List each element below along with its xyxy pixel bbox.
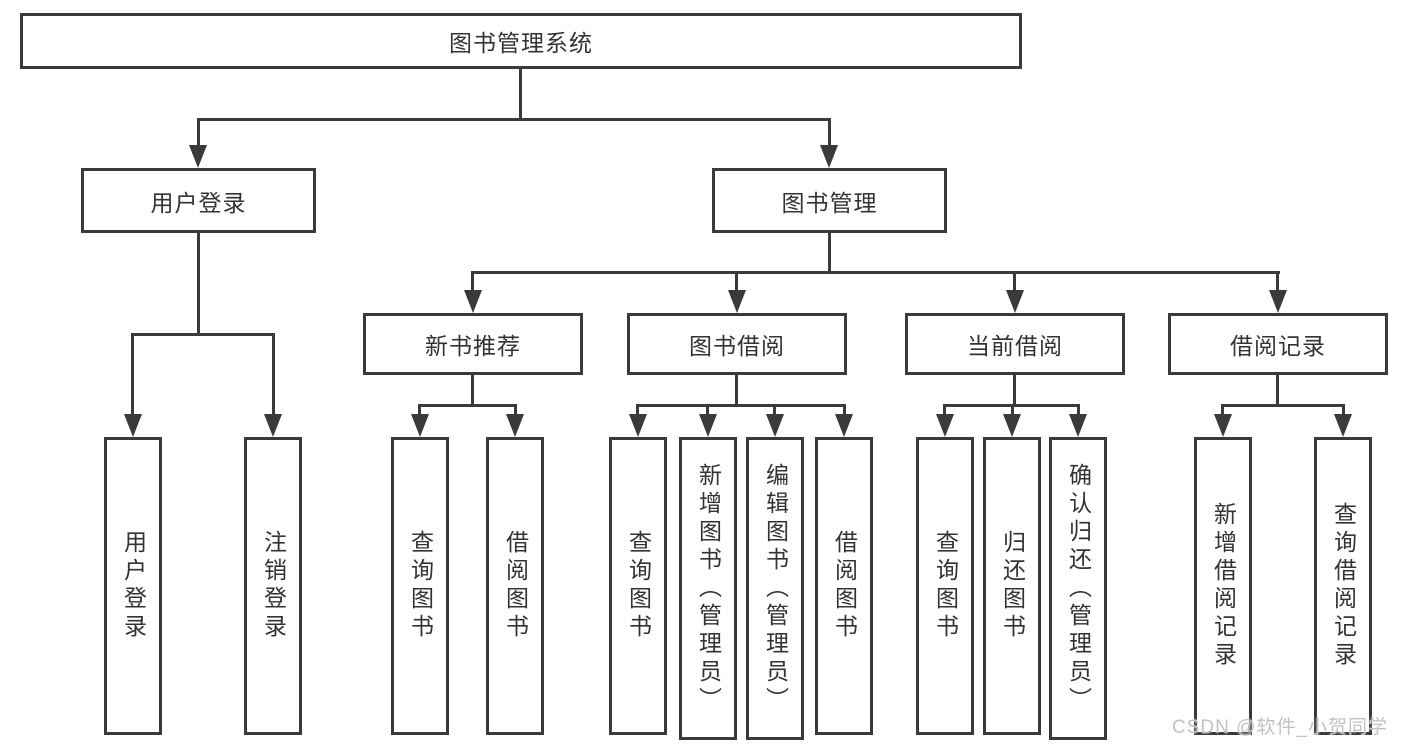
connector-recommend-split: [418, 404, 517, 407]
connector-drop-recommend: [471, 271, 474, 293]
arrowhead-confirm-return-icon: [1069, 414, 1087, 437]
node-book-management: 图书管理: [712, 168, 947, 233]
leaf-query-books-current: 查询图书: [916, 437, 974, 735]
connector-borrowing-stub: [735, 375, 738, 407]
leaf-query-borrow-record-label: 查询借阅记录: [1330, 502, 1357, 670]
node-current-borrowing: 当前借阅: [905, 313, 1125, 375]
connector-drop-book-management: [828, 118, 831, 150]
connector-drop-confirm-return: [1077, 404, 1080, 418]
arrowhead-borrow-recommend-icon: [506, 414, 524, 437]
arrowhead-edit-book-icon: [766, 414, 784, 437]
leaf-query-books-current-label: 查询图书: [932, 530, 959, 642]
connector-drop-query-record: [1342, 404, 1345, 418]
leaf-add-borrow-record-label: 新增借阅记录: [1210, 502, 1237, 670]
arrowhead-current-icon: [1006, 290, 1024, 313]
arrowhead-query-recommend-icon: [411, 414, 429, 437]
arrowhead-recommend-icon: [464, 290, 482, 313]
leaf-add-borrow-record: 新增借阅记录: [1194, 437, 1252, 735]
arrowhead-query-current-icon: [936, 414, 954, 437]
arrowhead-leaf-logout-icon: [264, 414, 282, 437]
arrowhead-return-book-icon: [1003, 414, 1021, 437]
arrowhead-user-login-icon: [189, 145, 207, 168]
node-book-management-label: 图书管理: [781, 189, 878, 216]
connector-borrowing-split: [636, 404, 846, 407]
connector-drop-leaf-logout: [272, 333, 275, 417]
leaf-add-book-admin-label: 新增图书（管理员）: [695, 462, 722, 715]
leaf-user-login: 用户登录: [104, 437, 162, 735]
connector-drop-records: [1276, 271, 1279, 293]
arrowhead-borrowing-icon: [728, 290, 746, 313]
node-borrowing-records-label: 借阅记录: [1230, 333, 1326, 359]
connector-drop-query-recommend: [418, 404, 421, 418]
leaf-edit-book-admin: 编辑图书（管理员）: [746, 437, 804, 740]
leaf-edit-book-admin-label: 编辑图书（管理员）: [762, 462, 789, 715]
connector-root-stub: [519, 68, 522, 120]
connector-user-login-stub: [197, 233, 200, 336]
connector-recommend-stub: [471, 375, 474, 407]
leaf-return-book-label: 归还图书: [999, 530, 1026, 642]
connector-drop-return-book: [1011, 404, 1014, 418]
leaf-borrow-books-recommend: 借阅图书: [486, 437, 544, 735]
node-user-login-label: 用户登录: [150, 189, 247, 216]
leaf-borrow-books-recommend-label: 借阅图书: [502, 530, 529, 642]
leaf-logout-label: 注销登录: [260, 530, 287, 642]
connector-drop-edit-book: [773, 404, 776, 418]
connector-drop-query-current: [943, 404, 946, 418]
arrowhead-records-icon: [1269, 290, 1287, 313]
leaf-confirm-return-admin-label: 确认归还（管理员）: [1065, 462, 1092, 715]
node-user-login: 用户登录: [81, 168, 316, 233]
leaf-query-books-borrowing-label: 查询图书: [625, 530, 652, 642]
arrowhead-leaf-user-login-icon: [124, 414, 142, 437]
leaf-logout: 注销登录: [244, 437, 302, 735]
node-borrowing-records: 借阅记录: [1168, 313, 1388, 375]
node-book-borrowing-label: 图书借阅: [689, 333, 785, 359]
arrowhead-add-book-icon: [699, 414, 717, 437]
connector-level1-horizontal: [197, 118, 831, 121]
node-book-borrowing: 图书借阅: [627, 313, 847, 375]
node-root-label: 图书管理系统: [449, 30, 593, 56]
leaf-add-book-admin: 新增图书（管理员）: [679, 437, 737, 740]
connector-drop-add-book: [706, 404, 709, 418]
connector-current-stub: [1013, 375, 1016, 407]
leaf-query-books-recommend: 查询图书: [391, 437, 449, 735]
connector-records-split: [1221, 404, 1345, 407]
node-root: 图书管理系统: [20, 13, 1022, 69]
connector-drop-query-borrowing: [636, 404, 639, 418]
node-new-book-recommendation-label: 新书推荐: [425, 333, 521, 359]
arrowhead-add-record-icon: [1214, 414, 1232, 437]
connector-drop-borrow-recommend: [514, 404, 517, 418]
arrowhead-borrow-borrowing-icon: [835, 414, 853, 437]
connector-records-stub: [1276, 375, 1279, 407]
connector-level3-horizontal: [471, 271, 1280, 274]
connector-drop-add-record: [1221, 404, 1224, 418]
connector-user-login-split: [131, 333, 275, 336]
leaf-borrow-books-borrowing: 借阅图书: [815, 437, 873, 735]
connector-drop-leaf-user-login: [131, 333, 134, 417]
node-current-borrowing-label: 当前借阅: [967, 333, 1063, 359]
watermark: CSDN @软件_小贺同学: [1172, 717, 1388, 738]
connector-drop-borrowing: [735, 271, 738, 293]
connector-drop-current: [1013, 271, 1016, 293]
connector-drop-borrow-borrowing: [843, 404, 846, 418]
leaf-user-login-label: 用户登录: [120, 530, 147, 642]
leaf-query-borrow-record: 查询借阅记录: [1314, 437, 1372, 735]
leaf-query-books-recommend-label: 查询图书: [407, 530, 434, 642]
leaf-borrow-books-borrowing-label: 借阅图书: [831, 530, 858, 642]
connector-book-management-stub: [828, 233, 831, 274]
arrowhead-query-borrowing-icon: [629, 414, 647, 437]
node-new-book-recommendation: 新书推荐: [363, 313, 583, 375]
connector-drop-user-login: [197, 118, 200, 150]
leaf-query-books-borrowing: 查询图书: [609, 437, 667, 735]
leaf-return-book: 归还图书: [983, 437, 1041, 735]
leaf-confirm-return-admin: 确认归还（管理员）: [1049, 437, 1107, 740]
arrowhead-query-record-icon: [1334, 414, 1352, 437]
arrowhead-book-management-icon: [820, 145, 838, 168]
